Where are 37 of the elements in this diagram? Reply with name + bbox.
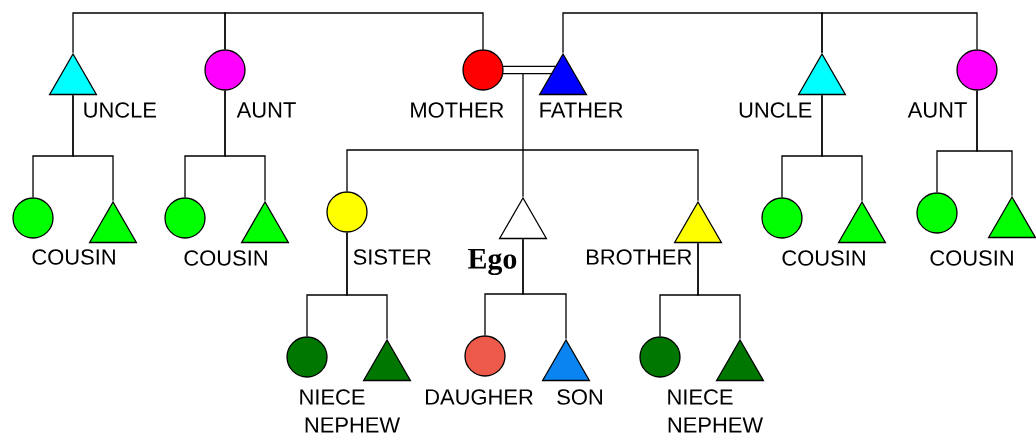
sibling-line xyxy=(72,12,226,54)
female-circle xyxy=(916,192,958,234)
descent-line xyxy=(821,94,863,202)
kin-label: UNCLE xyxy=(84,102,156,118)
kin-label: AUNT xyxy=(236,102,296,118)
descent-line xyxy=(976,90,1013,197)
descent-line xyxy=(346,149,524,192)
kin-label: NEPHEW xyxy=(305,417,400,433)
descent-line xyxy=(224,90,266,202)
kin-label: FATHER xyxy=(540,102,623,118)
kin-label: DAUGHER xyxy=(426,389,533,405)
descent-line xyxy=(522,149,699,202)
kin-label: COUSIN xyxy=(32,249,115,265)
kin-label: COUSIN xyxy=(184,250,267,266)
kin-label: Ego xyxy=(468,248,517,276)
descent-line xyxy=(346,232,388,340)
descent-line xyxy=(697,242,741,340)
kin-label: BROTHER xyxy=(587,249,692,265)
kin-label: AUNT xyxy=(907,102,967,118)
sibling-line xyxy=(224,12,484,50)
kin-label: NIECE xyxy=(668,389,733,405)
sibling-line xyxy=(821,12,978,54)
descent-line xyxy=(522,149,524,198)
kin-label: COUSIN xyxy=(782,250,865,266)
kin-label: NEPHEW xyxy=(668,417,763,433)
kin-label: MOTHER xyxy=(411,102,504,118)
kin-label: SON xyxy=(557,389,602,405)
female-circle xyxy=(164,197,206,239)
kin-label: NIECE xyxy=(300,389,365,405)
kin-label: UNCLE xyxy=(739,102,812,118)
female-circle xyxy=(12,197,54,239)
kin-label: COUSIN xyxy=(930,250,1013,266)
descent-line xyxy=(522,238,567,340)
kin-label: SISTER xyxy=(353,249,431,265)
female-circle xyxy=(761,197,803,239)
descent-line xyxy=(72,94,114,202)
sibling-line xyxy=(562,12,823,54)
